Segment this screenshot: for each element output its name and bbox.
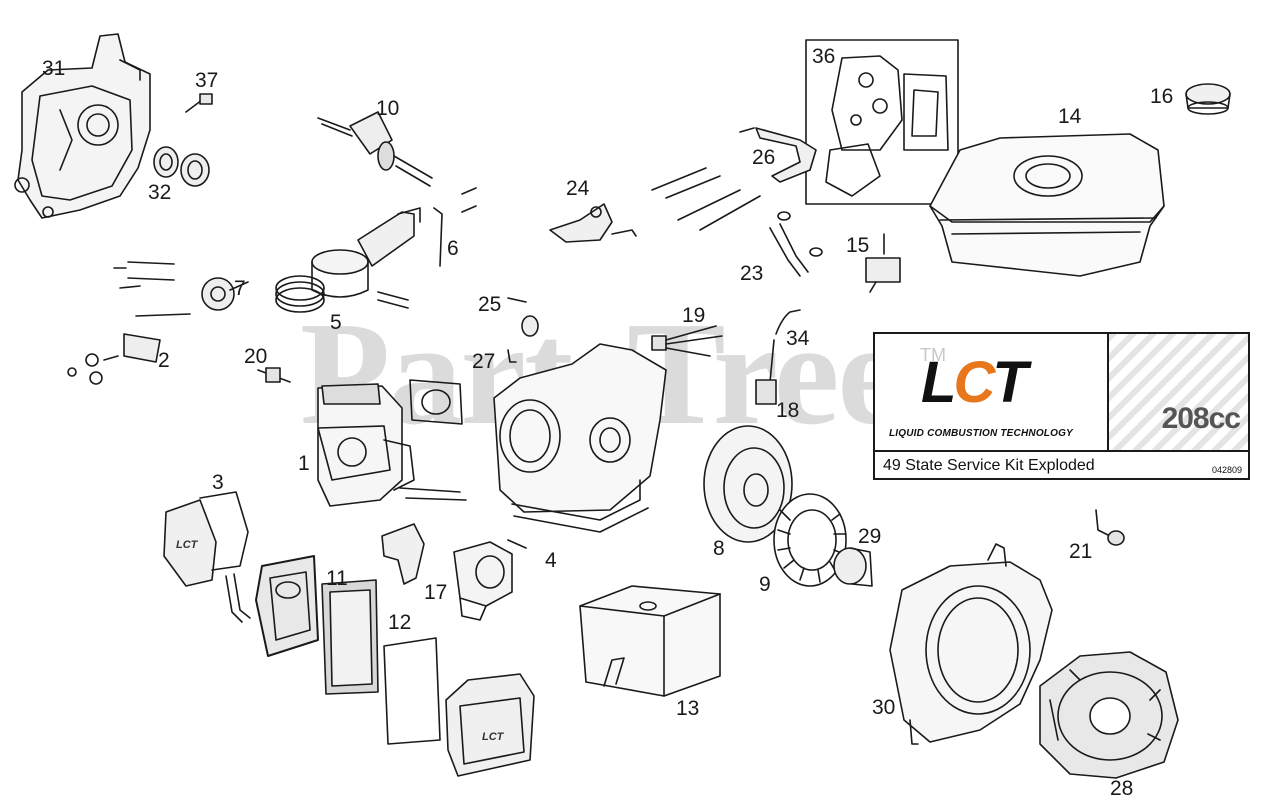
part-number-17: 17 [424,581,448,604]
lct-logo-l: L [921,350,956,415]
part-number-27: 27 [472,350,496,373]
part-number-20: 20 [244,345,268,368]
part-number-25: 25 [478,293,502,316]
part-number-2: 2 [158,349,170,372]
lct-logo-c: C [953,350,995,415]
air-filter-cover-drawing: LCT [445,673,535,777]
part-number-37: 37 [195,69,219,92]
camshaft-drawing [113,261,249,311]
flywheel-drawing [703,425,793,543]
governor-springs-drawing [651,167,761,231]
svg-text:LCT: LCT [176,539,199,551]
part-number-13: 13 [676,697,700,720]
fuel-hose-drawing [769,211,823,277]
carburetor-drawing [453,539,527,621]
part-number-31: 31 [42,57,66,80]
recoil-starter-drawing [1039,651,1179,779]
part-number-12: 12 [388,611,412,634]
part-number-14: 14 [1058,105,1082,128]
lct-logo-t: T [992,350,1027,415]
part-number-18: 18 [776,399,800,422]
part-number-26: 26 [752,146,776,169]
lct-logo: LCT [921,354,1028,412]
choke-bracket-drawing [381,523,425,585]
part-number-10: 10 [376,97,400,120]
part-number-6: 6 [447,237,459,260]
muffler-drawing [579,585,721,697]
fuel-cap-drawing [1185,83,1231,115]
trademark-mark: TM [920,345,946,365]
svg-text:LCT: LCT [482,731,505,743]
part-number-36: 36 [812,45,836,68]
kit-code: 042809 [1211,465,1242,475]
fuel-valve-drawing [865,233,901,293]
cylinder-head-drawing [317,379,463,507]
filter-element-drawing [321,579,441,745]
piston-drawing [275,249,409,313]
wire-harness-drawing [651,325,723,357]
small-fasteners-drawing [507,297,539,363]
crankcase-cover-drawing [14,33,151,219]
part-number-32: 32 [148,181,172,204]
part-number-24: 24 [566,177,590,200]
part-number-4: 4 [545,549,557,572]
part-number-5: 5 [330,311,342,334]
crankshaft-drawing [317,111,433,187]
kit-logo-cell: LCT LIQUID COMBUSTION TECHNOLOGY [875,334,1109,452]
blower-housing-drawing [889,543,1053,745]
part-number-28: 28 [1110,777,1134,800]
kit-displacement-cell: 208cc [1109,334,1248,452]
part-number-11: 11 [326,567,348,590]
bracket-drawing [739,127,817,183]
kit-displacement: 208cc [1161,402,1241,435]
part-number-9: 9 [759,573,771,596]
rocker-parts-drawing [67,313,191,385]
part-number-21: 21 [1069,540,1093,563]
gasket-set-drawing [805,39,959,205]
part-number-34: 34 [786,327,810,350]
ignition-coil-drawing [755,309,801,405]
part-number-8: 8 [713,537,725,560]
fan-drawing [773,493,847,587]
part-number-29: 29 [858,525,882,548]
part-number-23: 23 [740,262,764,285]
ground-wire-drawing [1095,509,1125,546]
part-number-15: 15 [846,234,870,257]
part-number-19: 19 [682,304,706,327]
governor-drawing [549,203,637,243]
kit-title: 49 State Service Kit Exploded [883,457,1095,474]
part-number-16: 16 [1150,85,1174,108]
screw-37-drawing [185,93,213,113]
part-number-30: 30 [872,696,896,719]
air-filter-base-drawing [255,555,319,657]
starter-cup-drawing [833,547,873,587]
kit-tagline: LIQUID COMBUSTION TECHNOLOGY [889,428,1073,439]
fuel-tank-drawing [929,133,1165,277]
bearings-drawing [153,146,210,187]
spark-plug-drawing [257,367,291,383]
valve-cover-drawing: LCT [163,491,251,623]
part-number-1: 1 [298,452,310,475]
crankcase-drawing [399,343,667,533]
part-number-7: 7 [234,277,246,300]
part-number-3: 3 [212,471,224,494]
connecting-rod-drawing [357,187,477,267]
kit-label: LCT LIQUID COMBUSTION TECHNOLOGY 208cc 4… [873,332,1250,480]
